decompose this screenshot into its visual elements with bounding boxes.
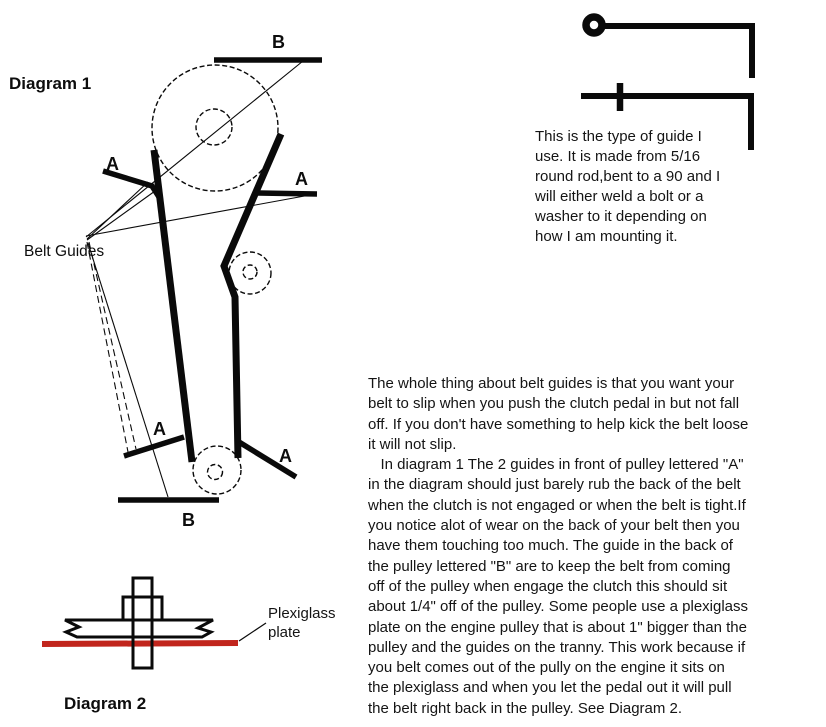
- text-line: off. If you don't have something to help…: [368, 415, 749, 433]
- label-b-top: B: [272, 32, 285, 52]
- text-line: the plexiglass and when you let the peda…: [368, 679, 732, 697]
- text-line: The whole thing about belt guides is tha…: [368, 375, 735, 392]
- diagram2-sketch: [41, 576, 267, 670]
- guides-group: [102, 57, 322, 503]
- belt-group: [150, 132, 285, 463]
- text-line: the pulley lettered "B" are to keep the …: [368, 557, 731, 575]
- pointer-line: [85, 194, 311, 237]
- text-line: you belt comes out of the pully on the e…: [368, 659, 725, 677]
- pointer-line: [86, 241, 129, 453]
- guide-a-right-line: [257, 190, 318, 197]
- guide-rod-sketch: [581, 13, 755, 150]
- text-line: in the diagram should just barely rub th…: [368, 476, 741, 494]
- text-line: pulley and the guides on the tranny. Thi…: [368, 638, 746, 656]
- pointer-line: [85, 60, 304, 238]
- tranny-pulley-circle: [192, 445, 242, 495]
- text-line: belt to slip when you push the clutch pe…: [368, 395, 740, 413]
- body-text: The whole thing about belt guides is tha…: [368, 374, 826, 719]
- plexiglass-plate-line: [41, 640, 239, 647]
- text-line: off of the pulley when engage the clutch…: [368, 577, 728, 595]
- engine-pulley-circle: [151, 64, 279, 192]
- guide-a-upper-left-line: [102, 168, 162, 199]
- text-line: when the clutch is not engaged or when t…: [368, 496, 746, 514]
- shaft-bolt: [131, 576, 154, 670]
- text-line: round rod,bent to a 90 and I: [535, 168, 721, 185]
- text-line: it will not slip.: [368, 435, 457, 453]
- guide-note-text: This is the type of guide I use. It is ma…: [535, 127, 755, 247]
- text-line: how I am mounting it.: [535, 228, 678, 245]
- text-line: use. It is made from 5/16: [535, 148, 701, 165]
- text-line: the belt right back in the pulley. See D…: [368, 699, 683, 717]
- pulley-cross-section: [62, 576, 215, 670]
- text-line: have them touching too much. The guide i…: [368, 537, 733, 555]
- plate-pointer-line: [238, 622, 267, 642]
- text-line: plate on the engine pulley that is about…: [368, 618, 747, 636]
- pointer-line: [86, 190, 156, 241]
- text-line: you notice alot of wear on the back of y…: [368, 517, 740, 535]
- guide-a-lower-left-line: [123, 434, 185, 459]
- belt-right-run: [220, 132, 285, 459]
- text-line: plate: [268, 624, 301, 641]
- label-a-lower-left: A: [153, 419, 166, 439]
- washer-guide-rod: [604, 23, 755, 78]
- idler-pulley-hub-circle: [242, 264, 258, 280]
- plexiglass-plate-label: Plexiglass plate: [268, 604, 360, 642]
- pulley-profile: [62, 618, 215, 639]
- label-a-upper-left: A: [106, 154, 119, 174]
- diagram2-title: Diagram 2: [64, 694, 147, 713]
- nut: [121, 595, 164, 622]
- bolt-guide-rod: [581, 93, 754, 150]
- tranny-pulley-hub-circle: [206, 463, 224, 481]
- pointer-line: [88, 241, 137, 450]
- text-line: In diagram 1 The 2 guides in front of pu…: [368, 456, 744, 474]
- label-a-right: A: [295, 169, 308, 189]
- text-line: will either weld a bolt or a: [535, 188, 704, 205]
- label-a-lower-right: A: [279, 446, 292, 466]
- text-line: washer to it depending on: [535, 208, 707, 225]
- belt-guides-pointer-lines: [85, 60, 311, 498]
- bolt-guide: [581, 83, 754, 150]
- belt-guides-label: Belt Guides: [24, 243, 104, 260]
- washer-ring: [582, 13, 606, 37]
- text-line: Plexiglass: [268, 605, 336, 622]
- guide-a-lower-right-line: [237, 439, 298, 480]
- pointer-line: [86, 181, 149, 240]
- washer-guide: [582, 13, 755, 78]
- belt-left-run: [150, 149, 196, 463]
- text-line: This is the type of guide I: [535, 128, 702, 145]
- diagram1-title: Diagram 1: [9, 74, 92, 93]
- diagram1-sketch: B A A A A B Belt Guides: [24, 32, 322, 530]
- text-line: about 1/4" off of the pulley. Some peopl…: [368, 598, 749, 616]
- pointer-line: [87, 242, 169, 498]
- label-b-bottom: B: [182, 510, 195, 530]
- engine-pulley-hub-circle: [195, 108, 233, 146]
